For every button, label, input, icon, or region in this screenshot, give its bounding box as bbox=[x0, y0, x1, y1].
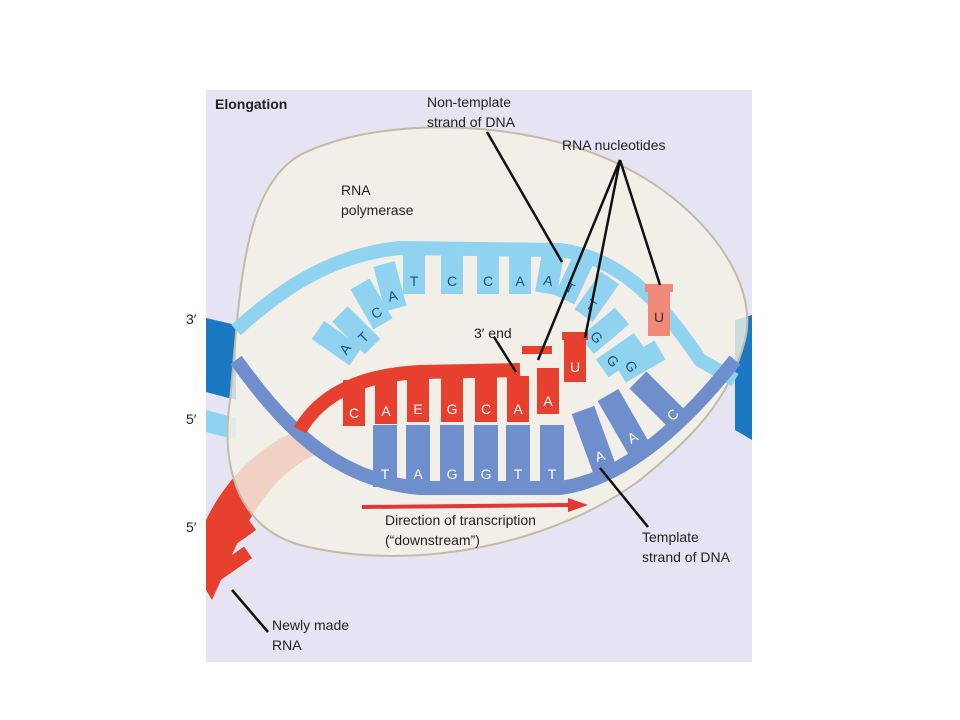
template-label-line1: Template bbox=[642, 529, 699, 545]
rna-base: E bbox=[407, 376, 429, 422]
rna-base-label: A bbox=[543, 393, 553, 409]
newly-made-rna-label-line2: RNA bbox=[272, 637, 302, 653]
non-template-base-label: T bbox=[410, 273, 419, 289]
non-template-base: T bbox=[403, 248, 425, 294]
template-base-label: A bbox=[413, 466, 423, 482]
rna-base-label: C bbox=[481, 401, 491, 417]
free-nucleotide-2: U bbox=[645, 284, 673, 336]
non-template-label-line2: strand of DNA bbox=[427, 114, 516, 130]
non-template-base: A bbox=[535, 246, 565, 296]
five-prime-upper-label: 5′ bbox=[186, 411, 197, 427]
template-base-label: T bbox=[381, 466, 390, 482]
non-template-base-label: C bbox=[483, 273, 493, 289]
three-prime-left-label: 3′ bbox=[186, 311, 197, 327]
rna-polymerase-label-line1: RNA bbox=[341, 182, 371, 198]
direction-label-line1: Direction of transcription bbox=[385, 512, 536, 528]
rna-base-label: E bbox=[413, 401, 422, 417]
template-base-label: T bbox=[548, 466, 557, 482]
rna-base: A bbox=[537, 368, 559, 414]
free-nucleotide-1: U bbox=[562, 332, 588, 382]
newly-made-rna-label-line1: Newly made bbox=[272, 617, 349, 633]
template-base-label: T bbox=[514, 466, 523, 482]
template-base-label: G bbox=[481, 466, 492, 482]
incoming-rna-nucleotide bbox=[522, 346, 552, 354]
rna-polymerase-label-line2: polymerase bbox=[341, 202, 414, 218]
diagram-title: Elongation bbox=[215, 96, 287, 112]
non-template-base: C bbox=[441, 248, 463, 294]
non-template-base: T bbox=[332, 306, 381, 355]
non-template-base: C bbox=[477, 248, 499, 294]
rna-base-label: A bbox=[381, 403, 391, 419]
three-prime-end-label: 3′ end bbox=[474, 325, 512, 341]
non-template-base: A bbox=[373, 261, 407, 312]
non-template-base-label: A bbox=[542, 272, 555, 289]
template-base: A bbox=[597, 389, 650, 455]
rna-base-label: G bbox=[447, 401, 458, 417]
rna-base: A bbox=[507, 376, 529, 422]
template-base: T bbox=[506, 425, 530, 487]
non-template-base: G bbox=[614, 340, 666, 383]
pointer-lines bbox=[231, 131, 662, 633]
template-base: G bbox=[474, 425, 498, 487]
rna-base: G bbox=[441, 376, 463, 422]
template-base: A bbox=[571, 405, 616, 473]
free-nucleotide-label: U bbox=[654, 309, 664, 325]
template-base: C bbox=[629, 371, 691, 433]
non-template-base: A bbox=[311, 320, 362, 366]
template-base-label: G bbox=[447, 466, 458, 482]
transcription-direction-arrow bbox=[361, 498, 588, 512]
non-template-base: G bbox=[579, 307, 630, 354]
free-nucleotide-label: U bbox=[570, 359, 580, 375]
template-label-line2: strand of DNA bbox=[642, 549, 731, 565]
rna-base: A bbox=[375, 378, 397, 424]
direction-label-line2: (“downstream”) bbox=[385, 532, 480, 548]
non-template-base-label: A bbox=[515, 273, 525, 289]
five-prime-lower-label: 5′ bbox=[186, 519, 197, 535]
rna-polymerase-body bbox=[226, 126, 749, 557]
non-template-label-line1: Non-template bbox=[427, 94, 511, 110]
rna-base: C bbox=[343, 380, 365, 426]
non-template-base: A bbox=[509, 248, 531, 294]
rna-base-label: A bbox=[513, 401, 523, 417]
template-base: T bbox=[373, 425, 397, 487]
template-base: T bbox=[540, 425, 564, 487]
non-template-base-label: C bbox=[447, 273, 457, 289]
rna-nucleotides-label: RNA nucleotides bbox=[562, 137, 666, 153]
rna-base: C bbox=[475, 376, 497, 422]
rna-base-label: C bbox=[349, 405, 359, 421]
template-base: G bbox=[440, 425, 464, 487]
template-base: A bbox=[406, 425, 430, 487]
non-template-base: C bbox=[350, 278, 393, 330]
